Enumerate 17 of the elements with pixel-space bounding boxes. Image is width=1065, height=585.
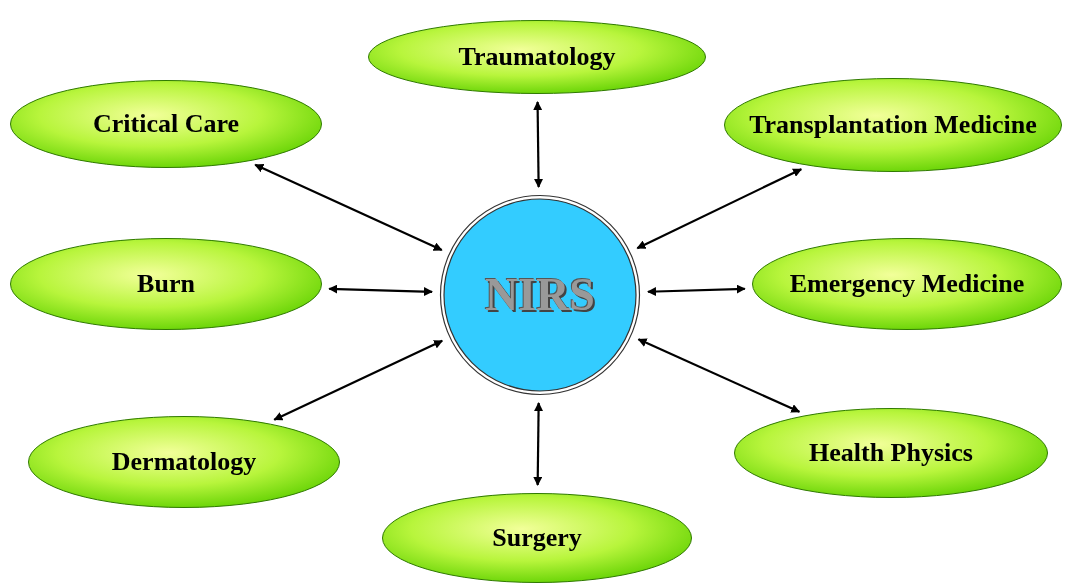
double-arrow: [254, 163, 443, 252]
double-arrow: [533, 402, 544, 486]
double-arrow: [647, 284, 746, 296]
node-label: Emergency Medicine: [788, 269, 1026, 299]
double-arrow: [273, 339, 444, 421]
node-label: Health Physics: [808, 438, 974, 468]
node-label: Surgery: [491, 523, 583, 553]
double-arrow: [328, 284, 433, 297]
node-label: Burn: [136, 269, 196, 299]
center-title: NIRS: [484, 268, 596, 322]
node-label: Dermatology: [110, 447, 258, 477]
double-arrow: [533, 101, 544, 188]
node-label: Transplantation Medicine: [748, 110, 1038, 140]
double-arrow: [637, 338, 801, 413]
double-arrow: [636, 168, 803, 250]
node-label: Critical Care: [91, 109, 241, 139]
node-label: Traumatology: [457, 42, 617, 72]
